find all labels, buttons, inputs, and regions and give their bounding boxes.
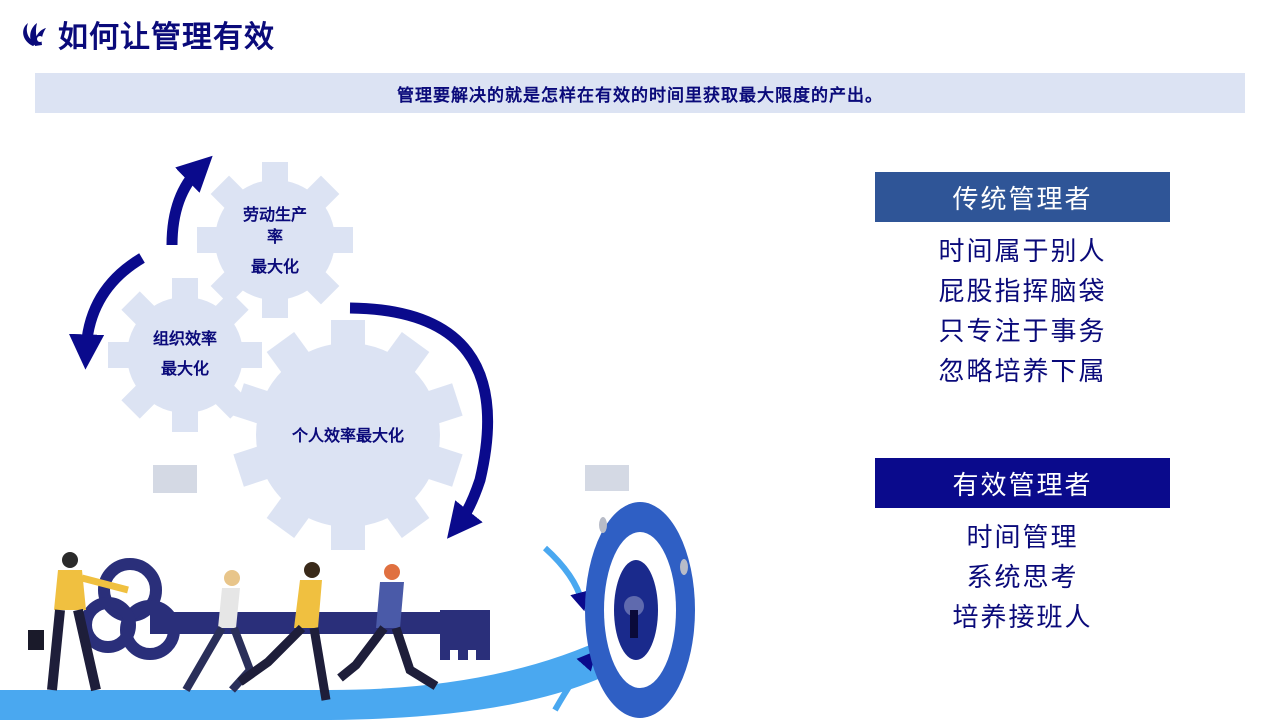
banner-text: 管理要解决的就是怎样在有效的时间里获取最大限度的产出。 (397, 85, 883, 106)
runner-4 (337, 564, 439, 690)
gear-label-left: 组织效率 最大化 (135, 324, 235, 384)
effective-manager-title: 有效管理者 (875, 458, 1170, 508)
small-block-right (585, 465, 629, 491)
effective-manager-list: 时间管理 系统思考 培养接班人 (875, 508, 1170, 638)
runner-3 (237, 562, 331, 701)
small-block-left (153, 465, 197, 493)
gear-illustration: 劳动生产 率 最大化 组织效率 最大化 个人效率最大化 (0, 130, 700, 720)
gear-top-line2: 率 (266, 227, 283, 246)
illustration-graphic (0, 155, 695, 720)
runner-1 (28, 552, 129, 692)
effective-manager-panel: 有效管理者 时间管理 系统思考 培养接班人 (875, 458, 1170, 638)
traditional-manager-list: 时间属于别人 屁股指挥脑袋 只专注于事务 忽略培养下属 (875, 222, 1170, 392)
summary-banner: 管理要解决的就是怎样在有效的时间里获取最大限度的产出。 (35, 73, 1245, 113)
gear-left (108, 278, 262, 432)
keyhole-lock-icon (585, 502, 695, 718)
list-item: 系统思考 (966, 563, 1079, 593)
gear-top (197, 162, 353, 318)
list-item: 屁股指挥脑袋 (938, 277, 1107, 307)
key-icon (80, 558, 490, 664)
list-item: 时间属于别人 (938, 237, 1107, 267)
traditional-manager-title: 传统管理者 (875, 172, 1170, 222)
gear-label-big: 个人效率最大化 (291, 426, 404, 445)
blue-arrow-lower (552, 650, 597, 712)
blue-arrow-upper (542, 545, 589, 612)
list-item: 培养接班人 (952, 603, 1093, 633)
stylized-leaf-logo-icon (23, 23, 46, 46)
traditional-manager-panel: 传统管理者 时间属于别人 屁股指挥脑袋 只专注于事务 忽略培养下属 (875, 172, 1170, 392)
blue-swoosh (0, 620, 650, 720)
list-item: 忽略培养下属 (938, 357, 1107, 387)
arrow-big-curve (349, 302, 493, 539)
title-bar: 如何让管理有效 (18, 14, 275, 55)
gear-left-line2: 最大化 (160, 359, 209, 378)
gear-top-line1: 劳动生产 (242, 205, 307, 224)
list-item: 时间管理 (966, 523, 1079, 553)
arrow-left-curve (68, 253, 145, 370)
runner-2 (182, 570, 255, 693)
gear-left-line1: 组织效率 (152, 329, 217, 348)
list-item: 只专注于事务 (938, 317, 1107, 347)
gear-label-top: 劳动生产 率 最大化 (225, 200, 325, 282)
gear-top-line3: 最大化 (250, 257, 299, 276)
gear-big (233, 320, 463, 550)
page-title: 如何让管理有效 (58, 20, 275, 55)
arrow-top-curve (166, 155, 213, 246)
